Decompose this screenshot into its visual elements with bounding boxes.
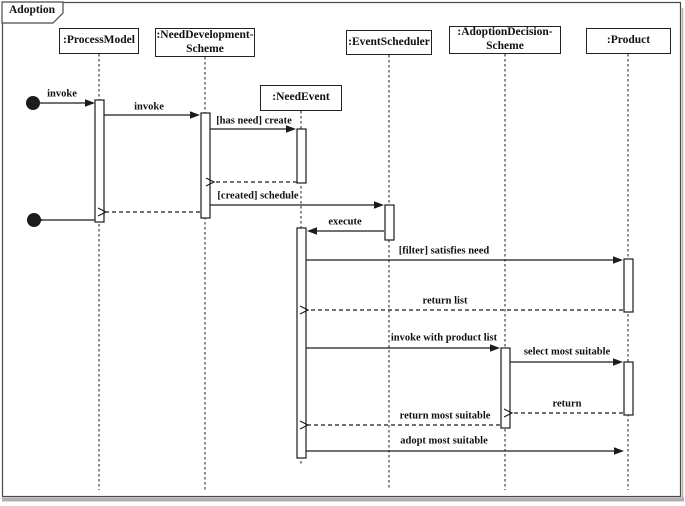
msg-invoke-start-label: invoke bbox=[47, 88, 77, 100]
msg-select-most-suitable-label: select most suitable bbox=[523, 346, 611, 358]
msg-adopt-most-suitable-arrowhead-filled bbox=[614, 447, 624, 455]
lifeline-head-process-model: :ProcessModel bbox=[59, 28, 139, 54]
lifeline-head-adoption-decision-scheme: :AdoptionDecision- Scheme bbox=[449, 26, 561, 54]
msg-return-most-suitable-arrowhead-open bbox=[299, 420, 310, 430]
product-activation-1 bbox=[623, 258, 634, 313]
msg-invoke-label: invoke bbox=[134, 101, 164, 113]
msg-return-label: return bbox=[552, 398, 582, 410]
msg-invoke-with-product-list-arrowhead-filled bbox=[490, 344, 500, 352]
msg-adopt-most-suitable-label: adopt most suitable bbox=[400, 435, 488, 447]
msg-return-most-suitable-label: return most suitable bbox=[399, 410, 491, 422]
msg-schedule-return-arrowhead-open bbox=[97, 207, 108, 217]
lifeline-head-product: :Product bbox=[586, 28, 671, 54]
need-development-scheme-activation bbox=[200, 112, 211, 219]
msg-created-schedule-label: [created] schedule bbox=[217, 190, 299, 202]
msg-has-need-create-label: [has need] create bbox=[216, 115, 292, 127]
msg-invoke-start-arrowhead-filled bbox=[85, 99, 95, 107]
product-activation-2 bbox=[623, 361, 634, 416]
start-node bbox=[26, 96, 40, 110]
adoption-decision-scheme-activation bbox=[500, 347, 511, 429]
msg-execute-arrowhead-filled bbox=[307, 227, 317, 235]
frame-title-tab bbox=[1, 1, 64, 24]
msg-invoke-arrowhead-filled bbox=[190, 111, 200, 119]
msg-invoke-with-product-list-label: invoke with product list bbox=[390, 332, 498, 344]
lifeline-head-need-event: :NeedEvent bbox=[260, 85, 342, 111]
msg-filter-satisfies-need-label: [filter] satisfies need bbox=[398, 245, 490, 257]
msg-filter-satisfies-need-arrowhead-filled bbox=[613, 256, 623, 264]
need-event-activation-2 bbox=[296, 227, 307, 459]
msg-execute-label: execute bbox=[328, 216, 362, 228]
msg-return-list-arrowhead-open bbox=[299, 305, 310, 315]
end-node bbox=[27, 213, 41, 227]
process-model-activation bbox=[94, 99, 105, 223]
lifeline-head-need-development-scheme: :NeedDevelopment- Scheme bbox=[155, 28, 255, 57]
frame-border bbox=[1, 1, 682, 498]
need-event-activation-1 bbox=[296, 128, 307, 184]
msg-select-most-suitable-arrowhead-filled bbox=[613, 358, 623, 366]
msg-has-need-create-arrowhead-filled bbox=[286, 125, 296, 133]
msg-created-schedule-arrowhead-filled bbox=[374, 201, 384, 209]
frame-title: Adoption bbox=[9, 4, 56, 16]
msg-return-arrowhead-open bbox=[503, 408, 514, 418]
event-scheduler-activation bbox=[384, 204, 395, 241]
msg-return-list-label: return list bbox=[422, 295, 468, 307]
msg-create-return-arrowhead-open bbox=[205, 177, 216, 187]
lifeline-head-event-scheduler: :EventScheduler bbox=[346, 30, 432, 55]
